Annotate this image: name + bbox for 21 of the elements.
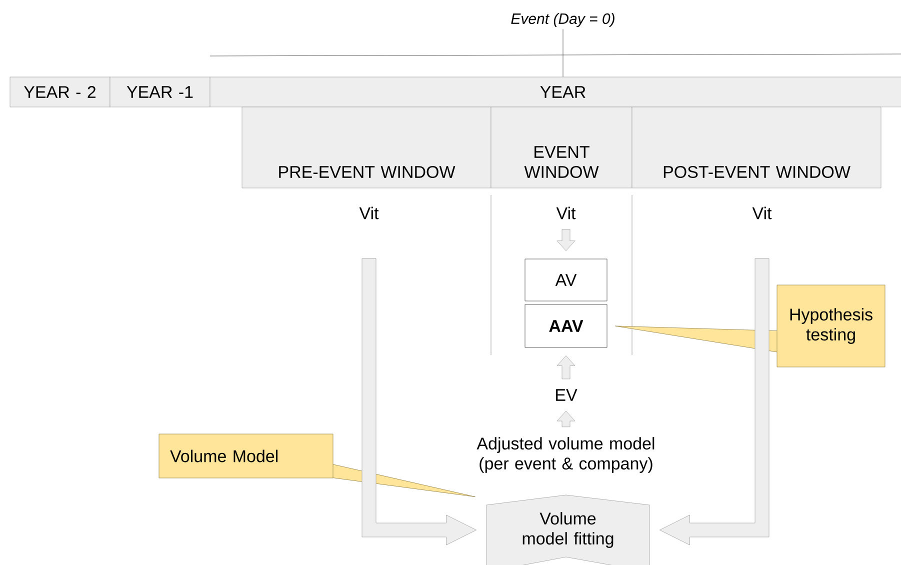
callout: Volume Model [158, 434, 476, 497]
variable-label: Vit [556, 206, 576, 220]
value-box: AAV [524, 304, 608, 348]
block-arrow [556, 229, 576, 251]
year-cell: YEAR - 2 [10, 76, 110, 108]
window-box: EVENT WINDOW [490, 106, 632, 188]
model-label: Adjusted volume model (per event & company) [476, 437, 654, 473]
block-arrow [556, 410, 576, 428]
variable-label: Vit [359, 206, 379, 220]
callout: Hypothesis testing [615, 284, 886, 368]
bent-arrow [362, 258, 476, 546]
variable-label: Vit [752, 206, 772, 220]
event-marker-line [562, 28, 564, 77]
block-arrow [556, 356, 576, 380]
variable-label: EV [556, 389, 578, 401]
window-box: PRE-EVENT WINDOW [242, 106, 492, 188]
window-box: POST-EVENT WINDOW [632, 106, 882, 188]
year-cell: YEAR -1 [110, 76, 210, 108]
value-box: AV [524, 258, 608, 302]
event-label: Event (Day = 0) [511, 13, 614, 27]
bent-arrow [660, 258, 770, 546]
